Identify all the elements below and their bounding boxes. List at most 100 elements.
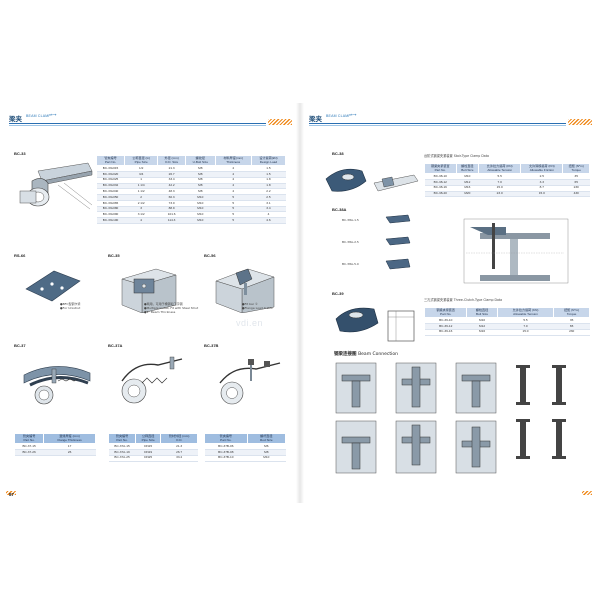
table-cell: 4.6	[251, 217, 286, 224]
header-rule	[9, 123, 266, 124]
table-cell: BC-33x015	[96, 165, 125, 172]
table-cell: M8	[185, 165, 216, 172]
table-cell: BC-33x040	[96, 188, 125, 196]
bc39-label: BC-39	[332, 291, 344, 296]
table-cell: DN15	[135, 443, 161, 450]
bc56-label: BC-56	[204, 253, 216, 258]
table-cell: 430	[562, 191, 590, 198]
table-cell: BC-37-15	[14, 443, 44, 450]
table-cell: 73.0	[157, 200, 186, 207]
beam-connection-en: Beam Connection	[358, 352, 398, 357]
table-cell: 1.5	[251, 171, 286, 178]
table-cell: 5	[215, 211, 252, 219]
header-rule-thin	[9, 125, 266, 126]
table-cell: 3	[124, 206, 158, 213]
rs66-note-2: ●For Unistrut	[60, 305, 81, 310]
header-arrow: →→	[49, 113, 57, 118]
header-arrow-right: →→	[349, 113, 357, 118]
book-gutter	[296, 103, 304, 503]
table-cell: 1 1/4	[124, 183, 158, 190]
bc38a-installation-drawing	[463, 218, 569, 284]
bc35-note-3: ●1" Beam Thickness	[144, 309, 176, 314]
table-cell: DN19	[135, 449, 161, 456]
table-cell: 2 1/2	[124, 200, 158, 207]
table-cell: BC-33x025	[96, 177, 125, 184]
header-rule-right	[309, 123, 566, 124]
bc38-label: BC-38	[332, 151, 344, 156]
bc37b-label: BC-37B	[204, 343, 219, 348]
bc38a-label: BC-38A	[332, 207, 347, 212]
bc37-label: BC-37	[14, 343, 26, 348]
table-cell: 5	[215, 200, 252, 207]
table-cell: BC-38-12	[424, 179, 457, 186]
table-cell: 26.7	[157, 171, 186, 178]
table-cell: BC-37-26	[14, 449, 44, 456]
table-cell: 1.8	[251, 183, 286, 190]
table-cell: BC-38-20	[424, 191, 457, 198]
table-cell: 5	[215, 217, 252, 224]
table-cell: 60.3	[157, 194, 186, 201]
bc38a-variant-2: BC-38A-2.5	[342, 240, 359, 244]
table-cell: 1 1/2	[124, 188, 158, 196]
bc38a-variant-1: BC-38A-1.5	[342, 218, 359, 222]
bc39-product-image	[335, 307, 415, 342]
bc39-header-cell: 允许拉力载荷 (KN)Allowable Tension	[496, 306, 555, 319]
bc38a-variant-3: BC-38A-5.0	[342, 262, 359, 266]
table-cell: BC-33x050	[96, 194, 125, 201]
table-cell: 3.4	[251, 206, 286, 213]
beam-connection-cn: 钢梁连接图	[334, 352, 357, 357]
table-cell: 101.6	[157, 211, 186, 219]
table-cell: BC-38-16	[424, 185, 457, 192]
table-cell: 230	[553, 329, 590, 336]
bc33-header-cell: 外径 (mm)O.D. Size	[157, 154, 186, 167]
page-number: 87	[9, 492, 15, 497]
table-cell: 4	[251, 211, 286, 219]
table-cell: M10	[466, 317, 498, 324]
bc35-note-2: ●Multiple install, Fit with Steel Strut	[144, 305, 199, 310]
table-cell: 15.0	[497, 329, 554, 336]
table-cell: 5	[215, 194, 252, 201]
bc37a-header-cell: 管材外径 (mm)O.D.	[160, 432, 198, 445]
bc35-label: BC-35	[108, 253, 120, 258]
table-cell: 2.2	[251, 188, 286, 196]
rs66-label: RS-66	[14, 253, 26, 258]
table-cell: M10	[247, 455, 286, 462]
bc56-product-image	[215, 268, 275, 313]
bc33-header-cell: 设计载荷(kN)Design Load	[250, 154, 287, 167]
table-cell: M12	[466, 323, 498, 330]
bc37-header-cell: 翼缘厚度 (mm)Flange Thickness	[43, 432, 96, 445]
bc35-product-image	[121, 268, 177, 313]
table-cell: DN25	[135, 455, 161, 462]
table-cell: 8.7	[520, 185, 563, 192]
table-cell: 21.3	[160, 443, 198, 450]
page-header-right: 梁夹 BEAM CLAMP →→	[304, 113, 596, 126]
rs66-notes: ●BFC型钢卡紧 ●For Unistrut	[60, 302, 81, 311]
table-cell: 5.5	[478, 173, 521, 180]
table-cell: 5	[215, 206, 252, 213]
table-cell: 35	[562, 173, 590, 180]
table-cell: 1.5	[251, 165, 286, 172]
bc33-header-cell: 公称直径 (in)Pipe Size	[124, 154, 159, 167]
bc38a-product-image	[385, 214, 411, 270]
table-cell: 4	[215, 183, 252, 190]
